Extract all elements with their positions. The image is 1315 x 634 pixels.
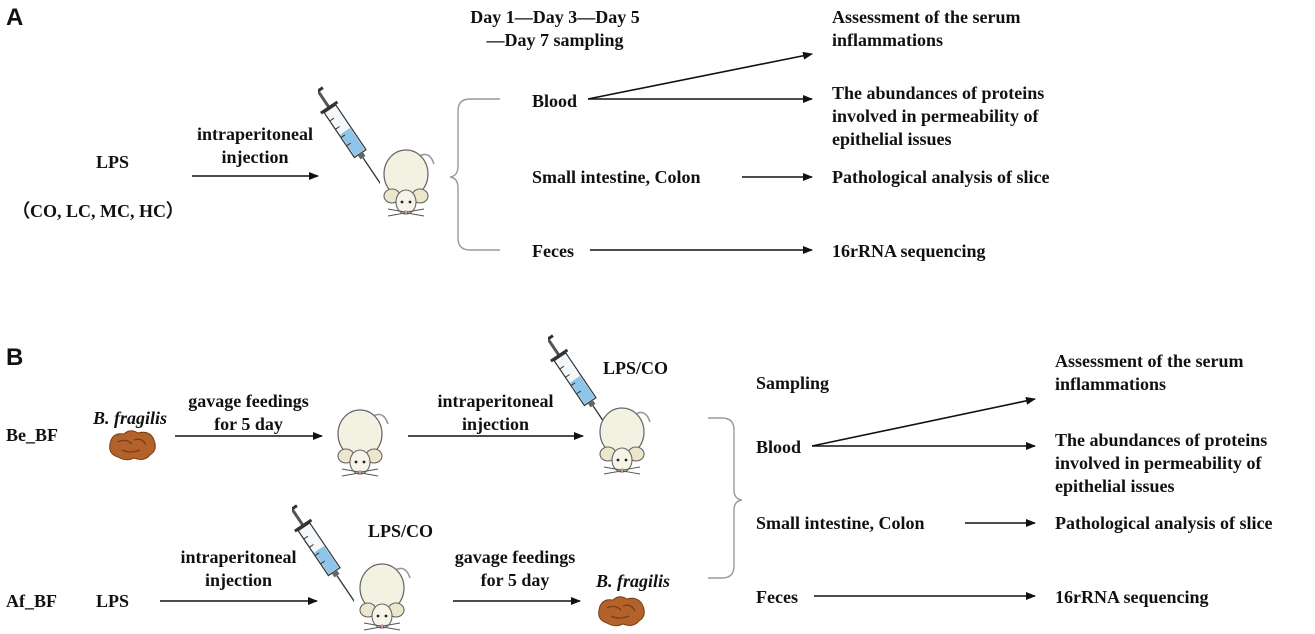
panel-b-sequencing: 16rRNA sequencing: [1055, 587, 1209, 607]
panel-b-serum-line2: inflammations: [1055, 374, 1167, 394]
panel-b-route-bottom-line1: intraperitoneal: [180, 547, 297, 567]
panel-a-proteins-line2: involved in permeability of: [832, 106, 1039, 126]
panel-b-proteins-line1: The abundances of proteins: [1055, 430, 1268, 450]
panel-a-route-line2: injection: [221, 147, 289, 167]
panel-b-bacteria-bottom: B. fragilis: [596, 571, 671, 591]
panel-b-sample-blood: Blood: [756, 437, 802, 457]
panel-b-bacteria-top: B. fragilis: [93, 408, 168, 428]
panel-b-group-be: Be_BF: [6, 425, 58, 445]
panel-b-group-af: Af_BF: [6, 591, 57, 611]
panel-b-gavage-top-line2: for 5 day: [214, 414, 283, 434]
panel-a-sample-intestine: Small intestine, Colon: [532, 167, 701, 187]
panel-b-gavage-top-line1: gavage feedings: [188, 391, 309, 411]
panel-a-serum-line2: inflammations: [832, 30, 944, 50]
mouse-icon: [359, 563, 411, 631]
panel-b-label: B: [6, 344, 24, 371]
panel-b-route-top-line1: intraperitoneal: [437, 391, 554, 411]
mouse-icon: [337, 409, 389, 477]
arrow-a-blood-serum: [587, 51, 813, 100]
panel-a-sampling-line1: Day 1—Day 3—Day 5: [470, 7, 640, 27]
panel-a-sample-blood: Blood: [532, 91, 578, 111]
panel-a-treatment: LPS: [96, 152, 130, 172]
panel-b-route-bottom-line2: injection: [205, 570, 272, 590]
panel-b-sample-feces: Feces: [756, 587, 798, 607]
syringe-icon: [318, 86, 380, 185]
panel-b-sampling: Sampling: [756, 373, 830, 393]
panel-b-pathology: Pathological analysis of slice: [1055, 513, 1273, 533]
mouse-icon: [383, 149, 435, 217]
panel-b-lpsco-bottom: LPS/CO: [368, 521, 434, 541]
panel-b-gavage-bottom-line1: gavage feedings: [454, 547, 576, 567]
panel-a-groups: （CO, LC, MC, HC）: [12, 201, 184, 221]
panel-b-route-top-line2: injection: [462, 414, 529, 434]
panel-a-label: A: [6, 4, 24, 31]
panel-b-gavage-bottom-line2: for 5 day: [480, 570, 550, 590]
panel-a-sequencing: 16rRNA sequencing: [832, 241, 986, 261]
bacteria-icon: [598, 596, 645, 627]
panel-b-sample-intestine: Small intestine, Colon: [756, 513, 925, 533]
panel-b-serum-line1: Assessment of the serum: [1055, 351, 1244, 371]
panel-b-lps: LPS: [96, 591, 130, 611]
panel-b-lpsco-top: LPS/CO: [603, 358, 669, 378]
arrow-b-blood-serum: [811, 396, 1036, 447]
syringe-icon: [292, 504, 354, 603]
bacteria-icon: [109, 430, 156, 461]
brace-a: [449, 98, 500, 251]
brace-b: [708, 417, 743, 579]
panel-a-sample-feces: Feces: [532, 241, 574, 261]
syringe-icon: [548, 334, 610, 433]
panel-a-sampling-line2: —Day 7 sampling: [486, 30, 624, 50]
panel-b-proteins-line2: involved in permeability of: [1055, 453, 1262, 473]
panel-b-proteins-line3: epithelial issues: [1055, 476, 1175, 496]
panel-a-pathology: Pathological analysis of slice: [832, 167, 1050, 187]
panel-a-serum-line1: Assessment of the serum: [832, 7, 1021, 27]
mouse-icon: [599, 407, 651, 475]
panel-a-proteins-line3: epithelial issues: [832, 129, 952, 149]
panel-a-route-line1: intraperitoneal: [197, 124, 313, 144]
panel-a-proteins-line1: The abundances of proteins: [832, 83, 1045, 103]
